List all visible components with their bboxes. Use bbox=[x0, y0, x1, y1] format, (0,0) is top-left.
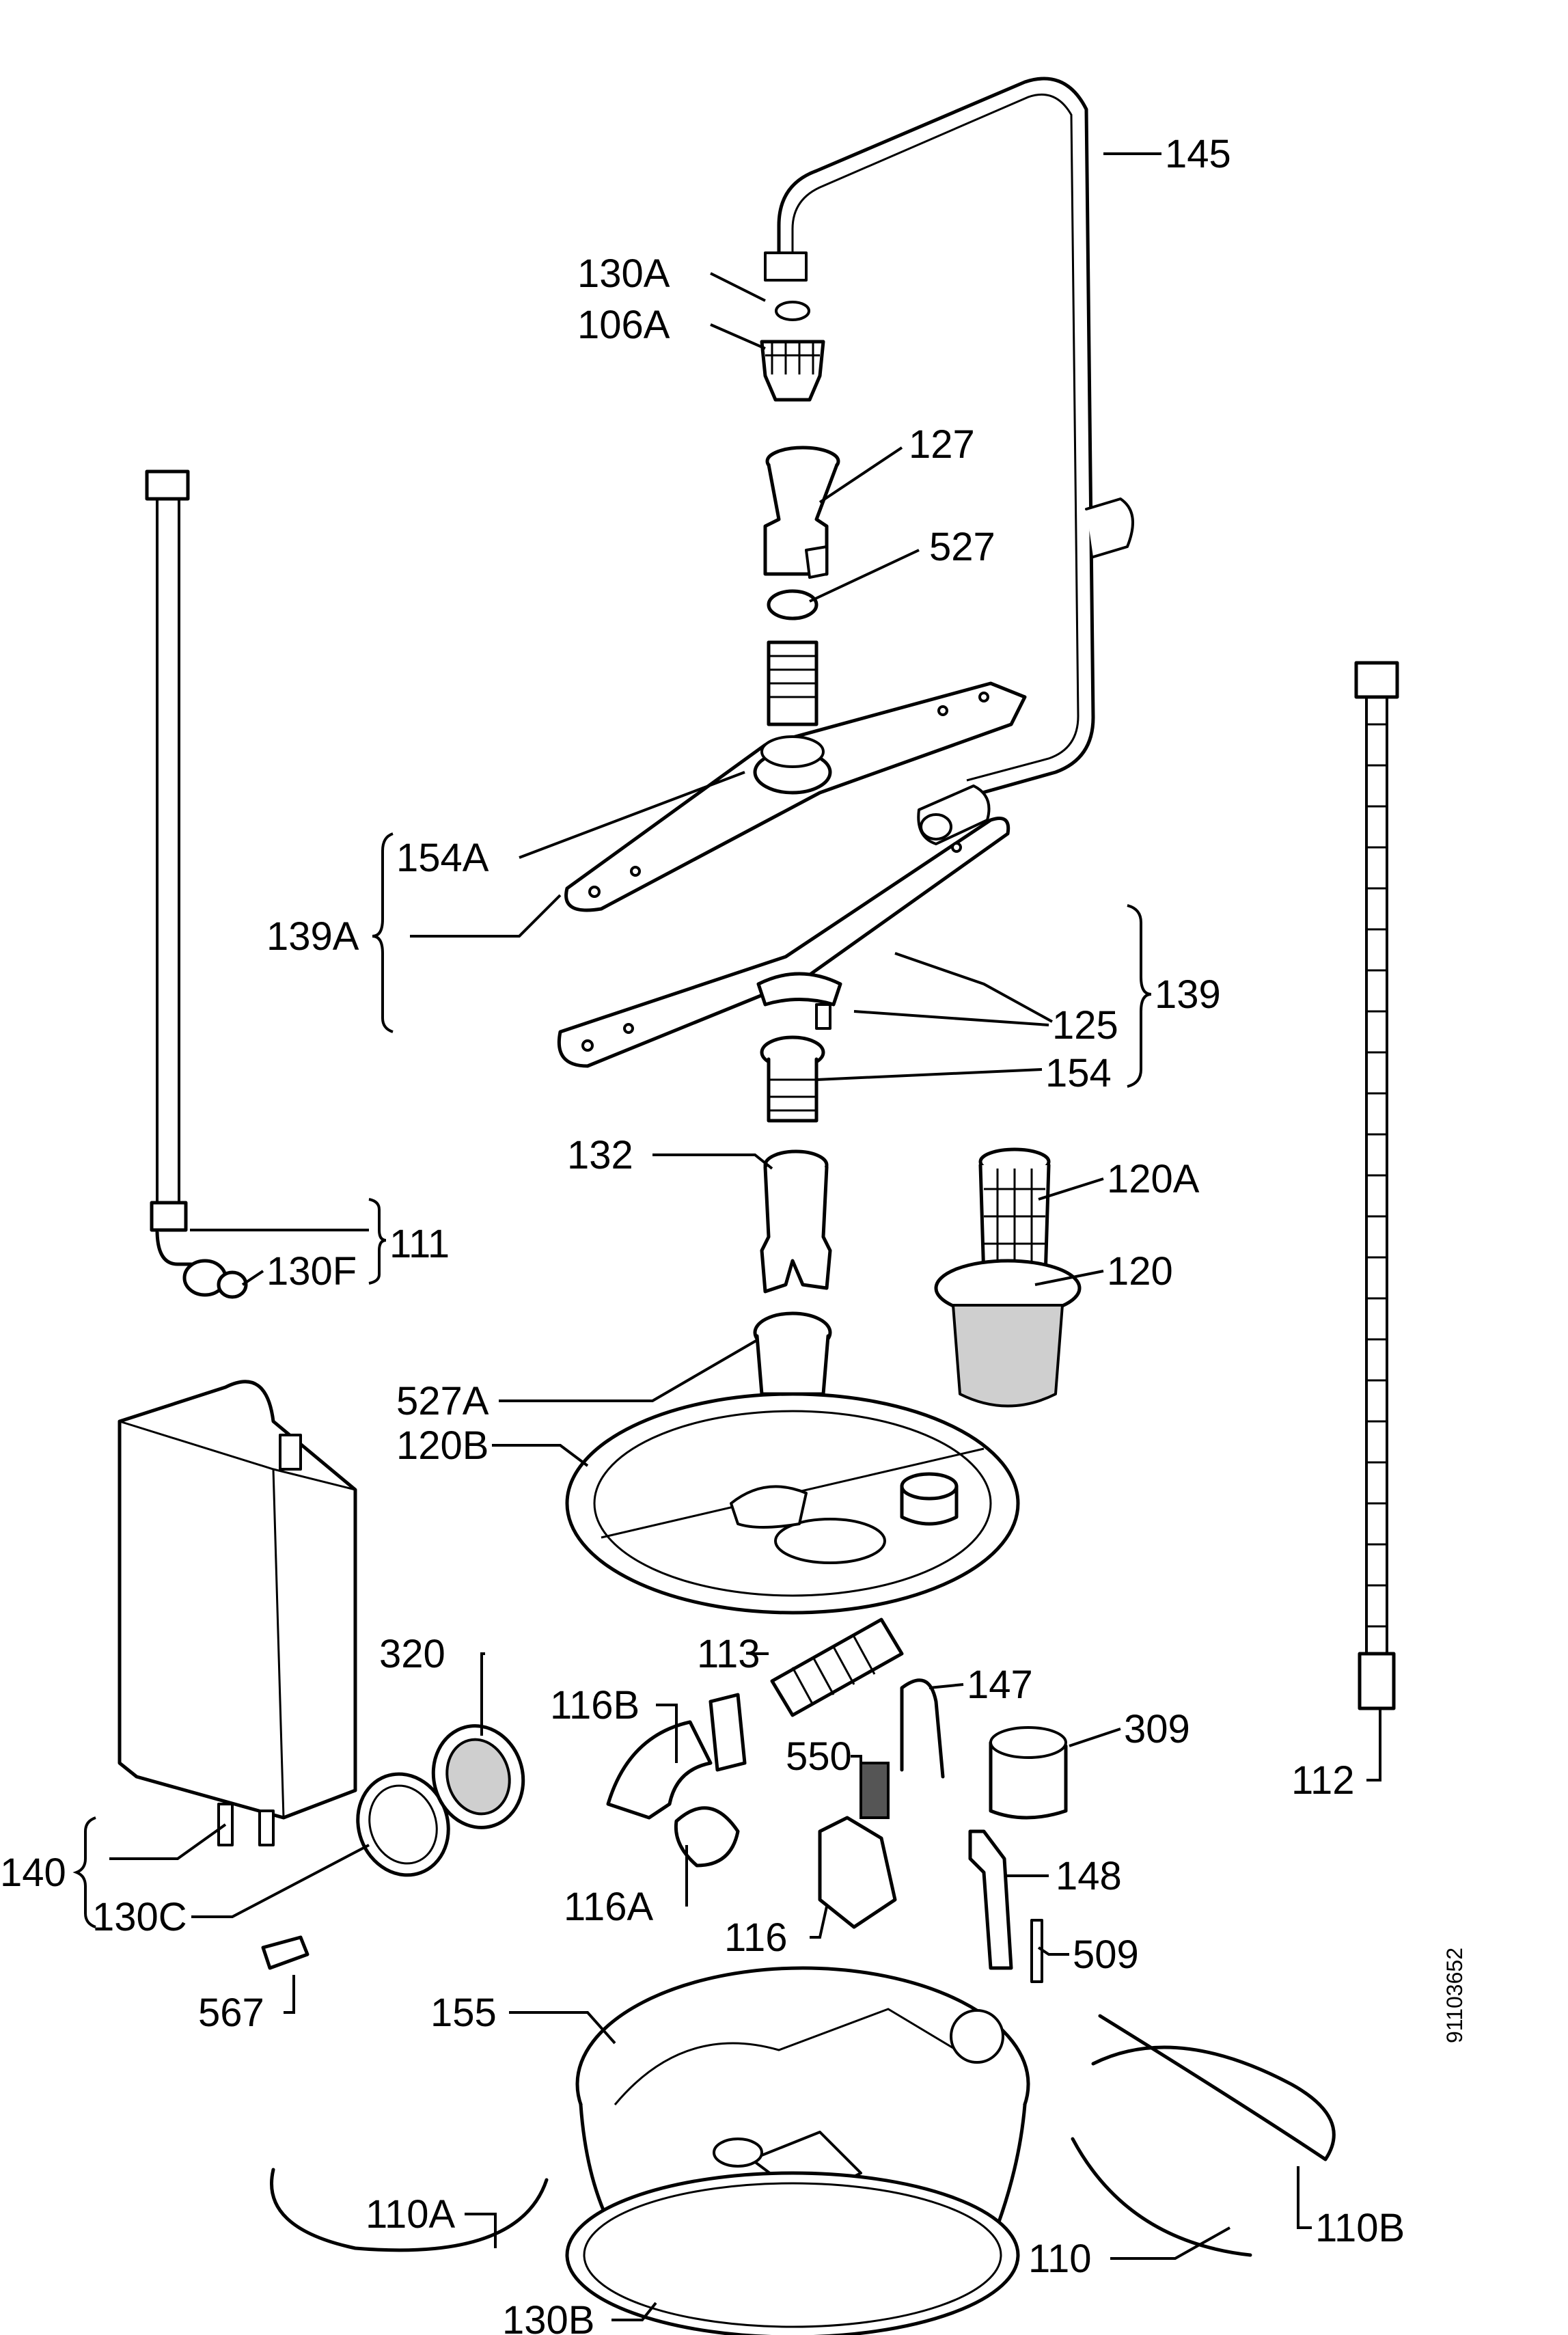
label-320: 320 bbox=[379, 1632, 445, 1676]
seal-130B bbox=[565, 2171, 1020, 2335]
nozzle-154 bbox=[760, 1035, 825, 1123]
upper-spray-arm bbox=[564, 640, 1027, 912]
label-113: 113 bbox=[697, 1632, 760, 1676]
label-147: 147 bbox=[967, 1663, 1033, 1707]
label-132: 132 bbox=[567, 1133, 633, 1177]
label-130B: 130B bbox=[502, 2298, 594, 2335]
label-154: 154 bbox=[1045, 1051, 1112, 1095]
label-130C: 130C bbox=[92, 1895, 187, 1939]
lever-148 bbox=[968, 1829, 1013, 1970]
label-309: 309 bbox=[1124, 1707, 1190, 1751]
label-139A: 139A bbox=[266, 914, 359, 959]
label-116A: 116A bbox=[564, 1885, 653, 1929]
label-116B: 116B bbox=[550, 1683, 639, 1728]
ring-527 bbox=[767, 589, 819, 620]
filter-120 bbox=[934, 1259, 1082, 1408]
label-509: 509 bbox=[1073, 1933, 1139, 1977]
label-116: 116 bbox=[724, 1915, 787, 1960]
tube-132 bbox=[760, 1149, 832, 1294]
seal-130F bbox=[217, 1270, 248, 1299]
label-154A: 154A bbox=[396, 836, 489, 880]
cover-309 bbox=[989, 1726, 1068, 1820]
flap-116A bbox=[674, 1806, 740, 1868]
label-120A: 120A bbox=[1107, 1157, 1200, 1201]
microfilter-plate-120B bbox=[565, 1392, 1020, 1615]
coupling-127 bbox=[763, 446, 840, 579]
hose-110B bbox=[1091, 2014, 1336, 2161]
label-111: 111 bbox=[389, 1222, 450, 1266]
label-527A: 527A bbox=[396, 1379, 489, 1423]
pipe-145 bbox=[764, 77, 1134, 845]
label-112: 112 bbox=[1291, 1758, 1354, 1803]
label-130A: 130A bbox=[577, 251, 670, 296]
label-148: 148 bbox=[1056, 1854, 1122, 1898]
brackets bbox=[72, 832, 1152, 1928]
label-527: 527 bbox=[929, 525, 995, 569]
label-130F: 130F bbox=[266, 1249, 357, 1294]
block-550 bbox=[859, 1762, 890, 1819]
softener-140 bbox=[118, 1380, 357, 1846]
housing-116B bbox=[606, 1693, 747, 1820]
label-155: 155 bbox=[430, 1991, 497, 2035]
label-106A: 106A bbox=[577, 303, 670, 347]
label-140: 140 bbox=[0, 1851, 66, 1895]
hose-110 bbox=[1071, 2137, 1252, 2257]
clip-125 bbox=[756, 972, 842, 1030]
valve-116 bbox=[818, 1816, 897, 1929]
oring-130A bbox=[775, 301, 810, 321]
label-110: 110 bbox=[1028, 2237, 1091, 2281]
hose-112 bbox=[1354, 661, 1399, 1710]
label-550: 550 bbox=[786, 1734, 852, 1779]
label-145: 145 bbox=[1165, 132, 1231, 176]
bracket-147 bbox=[900, 1678, 945, 1779]
clip-567 bbox=[261, 1935, 310, 1970]
label-139: 139 bbox=[1155, 972, 1221, 1017]
label-120: 120 bbox=[1107, 1249, 1173, 1294]
label-127: 127 bbox=[909, 422, 975, 467]
sleeve-527A bbox=[753, 1311, 832, 1396]
nut-106A bbox=[760, 340, 825, 402]
label-110B: 110B bbox=[1315, 2206, 1405, 2250]
label-567: 567 bbox=[198, 1991, 264, 2035]
leader-lines bbox=[109, 152, 1381, 2321]
hose-110A bbox=[270, 2168, 549, 2252]
inlet-hose-111 bbox=[145, 469, 228, 1297]
cap-320 bbox=[431, 1724, 525, 1829]
label-120B: 120B bbox=[396, 1423, 489, 1468]
filter-120A bbox=[978, 1147, 1051, 1280]
label-110A: 110A bbox=[366, 2192, 455, 2237]
connector-113 bbox=[770, 1617, 904, 1717]
document-number: 91103652 bbox=[1442, 1948, 1467, 2043]
label-125: 125 bbox=[1052, 1003, 1118, 1048]
pin-509 bbox=[1030, 1919, 1043, 1983]
